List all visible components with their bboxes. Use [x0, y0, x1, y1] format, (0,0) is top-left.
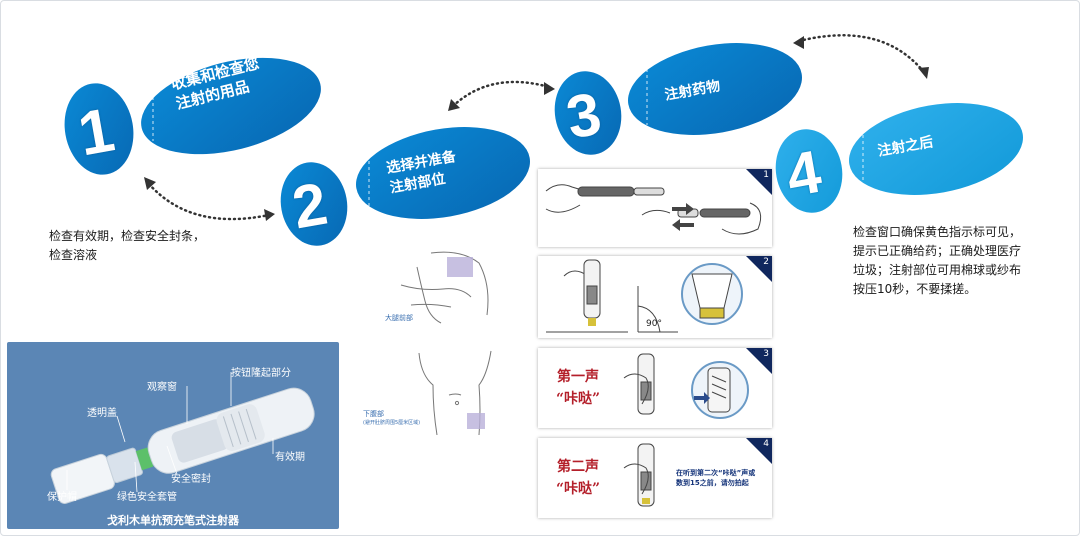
panel-4-sound: 第二声 “咔哒” — [552, 456, 604, 500]
panel-2: 90° 2 — [538, 256, 772, 338]
panel-1-badge-number: 1 — [763, 170, 769, 180]
step-4-note: 检查窗口确保黄色指示标可见， 提示已正确给药；正确处理医疗 垃圾；注射部位可用棉… — [853, 223, 1021, 299]
step-1-note-line1: 检查有效期，检查安全封条， — [49, 229, 206, 243]
label-window: 观察窗 — [147, 382, 177, 393]
step-3-shape — [554, 43, 802, 155]
panel-3-illustration — [623, 353, 749, 419]
step-1-note-line2: 检查溶液 — [49, 248, 98, 262]
panel-3-badge — [746, 348, 772, 374]
label-expiry: 有效期 — [275, 452, 305, 463]
step-1-note: 检查有效期，检查安全封条， 检查溶液 — [49, 227, 205, 265]
panel-3-sound-line1: 第一声 — [557, 369, 599, 385]
panel-2-illustration: 90° — [546, 259, 743, 333]
panel-4-instruction-line2: 数到15之前，请勿拍起 — [676, 479, 749, 487]
label-button: 按钮隆起部分 — [231, 368, 291, 379]
panel-4: 第二声 “咔哒” 在听到第二次“咔哒”声或 数到15之前，请勿拍起 4 — [538, 438, 772, 518]
device-illustration — [50, 372, 315, 504]
abdomen-illustration — [418, 350, 492, 435]
injection-site-illustrations — [400, 251, 492, 435]
label-clear-cap: 透明盖 — [87, 408, 117, 419]
panel-4-badge-number: 4 — [763, 439, 769, 449]
panel-2-badge-number: 2 — [763, 257, 769, 267]
label-green-sleeve: 绿色安全套管 — [117, 492, 177, 503]
site-label-thigh: 大腿前部 — [385, 314, 413, 322]
step-4-note-line3: 垃圾；注射部位可用棉球或纱布 — [853, 263, 1022, 277]
panel-3-sound: 第一声 “咔哒” — [552, 366, 604, 410]
panel-4-sound-line1: 第二声 — [557, 459, 599, 475]
step-4-note-line4: 按压10秒，不要揉搓。 — [853, 282, 977, 296]
panel-4-sound-line2: “咔哒” — [555, 481, 601, 497]
arrow-heads — [144, 36, 929, 221]
connector-arrows — [147, 34, 925, 221]
site-label-abdomen-note: (避开肚脐周围5厘米区域) — [363, 420, 421, 426]
panel-1: 1 — [538, 169, 772, 247]
device-diagram: 按钮隆起部分 观察窗 透明盖 有效期 安全密封 保护帽 绿色安全套管 戈利木单抗… — [7, 342, 339, 529]
step-4-note-line2: 提示已正确给药；正确处理医疗 — [853, 244, 1022, 258]
panel-1-illustration — [545, 184, 762, 235]
panel-2-badge — [746, 256, 772, 282]
panel-3: 第一声 “咔哒” 3 — [538, 348, 772, 428]
label-safety-seal: 安全密封 — [171, 474, 211, 485]
panel-4-badge — [746, 438, 772, 464]
step-2-shape — [280, 127, 530, 246]
device-caption: 戈利木单抗预充笔式注射器 — [107, 514, 239, 527]
panel-3-badge-number: 3 — [763, 349, 769, 359]
panel-2-angle-label: 90° — [646, 319, 662, 329]
label-cap: 保护帽 — [47, 492, 77, 503]
panel-1-badge — [746, 169, 772, 195]
site-label-abdomen: 下腹部 — [363, 410, 384, 418]
step-4-shape — [775, 103, 1023, 213]
panel-4-instruction: 在听到第二次“咔哒”声或 数到15之前，请勿拍起 — [676, 468, 755, 488]
thigh-illustration — [400, 251, 489, 324]
step-4-note-line1: 检查窗口确保黄色指示标可见， — [853, 225, 1022, 239]
step-1-shape — [64, 57, 321, 175]
panel-4-instruction-line1: 在听到第二次“咔哒”声或 — [676, 469, 756, 477]
panel-3-sound-line2: “咔哒” — [555, 391, 601, 407]
panel-4-illustration — [623, 443, 655, 507]
